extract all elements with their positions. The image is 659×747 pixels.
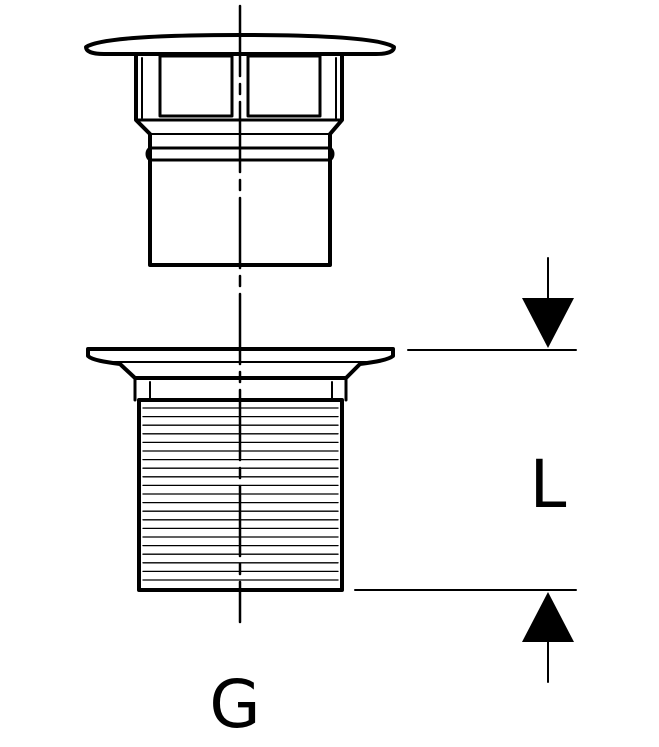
- dimension-arrow-down: [522, 298, 574, 348]
- plug-cap: [84, 33, 396, 56]
- plug-window-right: [246, 54, 322, 118]
- thread-label-g: G: [209, 666, 260, 743]
- dimension-l: [354, 257, 577, 683]
- drain-neck: [133, 376, 348, 402]
- dimension-label-l: L: [530, 446, 567, 523]
- dimension-arrow-up: [522, 592, 574, 642]
- plug-window-left: [158, 54, 234, 118]
